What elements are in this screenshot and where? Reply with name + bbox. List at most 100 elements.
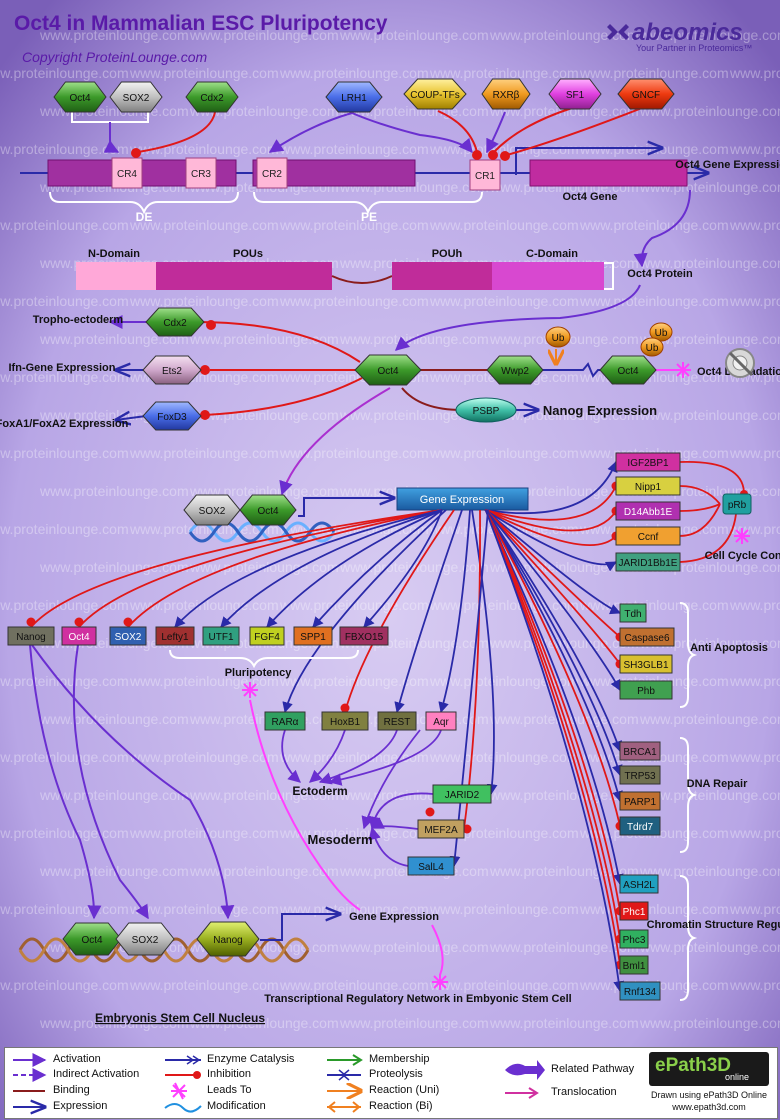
reg-lrh1-node[interactable]: LRH1	[325, 81, 383, 113]
watermark-text: www.proteinlounge.com	[279, 749, 429, 765]
hub-cdx2-label: Cdx2	[163, 318, 187, 329]
cc-nipp1-node[interactable]: Nipp1	[615, 476, 681, 496]
cc-jarid1bb1e-node[interactable]: JARID1Bb1E	[615, 552, 681, 572]
reg-sf1-node[interactable]: SF1	[548, 78, 602, 110]
nuc-nanog-node[interactable]: Nanog	[196, 921, 260, 957]
target-edge	[485, 509, 621, 615]
dr-trp53-node[interactable]: TRP53	[619, 765, 661, 785]
hub-ets2-node[interactable]: Ets2	[142, 355, 202, 385]
watermark-text: www.proteinlounge.com	[729, 293, 780, 309]
aa-phb-node[interactable]: Phb	[619, 680, 673, 700]
watermark-text: www.proteinlounge.com	[129, 977, 279, 993]
pluripotency-label: Pluripotency	[225, 667, 293, 679]
prb-edge	[679, 503, 721, 512]
lg-rest-node[interactable]: REST	[377, 711, 417, 731]
cc-ccnf-node[interactable]: Ccnf	[615, 526, 681, 546]
nuc-sox2-node[interactable]: SOX2	[115, 922, 175, 956]
hub-cdx2-node[interactable]: Cdx2	[145, 307, 205, 337]
target-edge	[484, 509, 617, 546]
anti-apoptosis-label: Anti Apoptosis	[690, 642, 768, 654]
pluripotency-edge	[127, 509, 443, 628]
pl-nanog-node[interactable]: Nanog	[7, 626, 55, 646]
legend-reaction-uni: Reaction (Uni)	[369, 1084, 440, 1096]
lg-jarid2-node[interactable]: JARID2	[432, 784, 492, 804]
reg-rxrb-node[interactable]: RXRβ	[481, 78, 531, 110]
inhibition-dot	[425, 807, 435, 817]
prb-node[interactable]	[722, 493, 752, 515]
ub-2-node[interactable]: Ub	[649, 322, 673, 342]
watermark-text: www.proteinlounge.com	[39, 711, 189, 727]
ch-bml1-node[interactable]: Bml1	[619, 955, 649, 975]
watermark-text: www.proteinlounge.com	[429, 293, 579, 309]
target-edge	[484, 509, 621, 966]
degradation-star	[675, 362, 691, 378]
dr-parp1-node[interactable]: PARP1	[619, 791, 661, 811]
reg-rxrb-label: RXRβ	[493, 90, 520, 101]
watermark-text: www.proteinlounge.com	[39, 787, 189, 803]
watermark-text: www.proteinlounge.com	[189, 407, 339, 423]
aa-tdh-node[interactable]: Tdh	[619, 603, 647, 623]
wwp2-node[interactable]: Wwp2	[486, 355, 544, 385]
aa-caspase6-node[interactable]: Caspase6	[619, 627, 675, 647]
pl-fbxo15-node[interactable]: FBXO15	[339, 626, 389, 646]
lg-rar-node[interactable]: RARα	[264, 711, 306, 731]
ub-1-node[interactable]: Ub	[545, 326, 571, 348]
ub-3-node[interactable]: Ub	[640, 337, 664, 357]
cc-jarid1bb1e-label: JARID1Bb1E	[619, 558, 678, 569]
pluripotency-edge	[266, 509, 443, 628]
hub-oct4-node[interactable]: Oct4	[354, 354, 422, 386]
degraded-oct4-node[interactable]: Oct4	[599, 355, 657, 385]
target-edge	[484, 509, 617, 532]
ch-rnf134-node[interactable]: Rnf134	[619, 981, 661, 1001]
hub-foxd3-node[interactable]: FoxD3	[142, 401, 202, 431]
lg-mef2a-node[interactable]: MEF2A	[417, 819, 465, 839]
cr2-label: CR2	[262, 169, 282, 180]
reg-cdx2-node[interactable]: Cdx2	[185, 81, 239, 113]
dr-brca1-node[interactable]: BRCA1	[619, 741, 661, 761]
pl-sox2-label: SOX2	[115, 632, 142, 643]
lg-hoxb1-node[interactable]: HoxB1	[321, 711, 369, 731]
watermark-text: www.proteinlounge.com	[129, 749, 279, 765]
target-edge	[484, 509, 621, 940]
watermark-text: www.proteinlounge.com	[0, 597, 129, 613]
epath3d-title: ePath3D	[655, 1055, 732, 1076]
pl-spp1-node[interactable]: SPP1	[293, 626, 333, 646]
pl-utf1-node[interactable]: UTF1	[202, 626, 240, 646]
pl-oct4-node[interactable]: Oct4	[61, 626, 97, 646]
reg-lrh1-label: LRH1	[341, 93, 367, 104]
inhibition-dot	[26, 617, 36, 627]
reg-coup-tfs-node[interactable]: COUP-TFs	[403, 78, 467, 110]
nucleus-label: Embryonis Stem Cell Nucleus	[95, 1011, 265, 1025]
reg-sf1-label: SF1	[566, 90, 585, 101]
nuc-oct4-label: Oct4	[81, 935, 103, 946]
cc-d14abb1e-node[interactable]: D14Abb1E	[615, 501, 681, 521]
reg-gncf-node[interactable]: GNCF	[617, 78, 675, 110]
cc-igf2bp1-node[interactable]: IGF2BP1	[615, 452, 681, 472]
pl-sox2-node[interactable]: SOX2	[109, 626, 147, 646]
dr-tdrd7-node[interactable]: Tdrd7	[619, 816, 661, 836]
watermark-text: www.proteinlounge.com	[729, 217, 780, 233]
epath3d-badge[interactable]: ePath3D online Drawn using ePath3D Onlin…	[645, 1050, 773, 1114]
lg-sall4-node[interactable]: SalL4	[407, 856, 455, 876]
pl-lefty1-node[interactable]: Lefty1	[155, 626, 195, 646]
complex-oct4-node[interactable]: Oct4	[239, 494, 297, 526]
ch-phc3-node[interactable]: Phc3	[619, 929, 649, 949]
pluripotency-edge	[312, 509, 443, 628]
ch-phc3-label: Phc3	[623, 935, 646, 946]
ch-phc1-node[interactable]: Phc1	[619, 901, 649, 921]
watermark-text: www.proteinlounge.com	[0, 673, 129, 689]
hub-foxd3-label: FoxD3	[157, 412, 187, 423]
dr-tdrd7-label: Tdrd7	[627, 822, 654, 833]
reg-sox2-node[interactable]: SOX2	[109, 81, 163, 113]
psbp-node[interactable]: PSBP	[455, 397, 517, 423]
ch-ash2l-node[interactable]: ASH2L	[619, 874, 659, 894]
watermark-text: www.proteinlounge.com	[729, 141, 780, 157]
aa-sh3glb1-node[interactable]: SH3GLB1	[619, 654, 673, 674]
nuc-oct4-node[interactable]: Oct4	[62, 922, 122, 956]
oct4-gene-expression-label: Oct4 Gene Expression	[675, 159, 780, 171]
lg-aqr-node[interactable]: Aqr	[425, 711, 457, 731]
pl-fgf4-node[interactable]: FGF4	[249, 626, 285, 646]
watermark-text: www.proteinlounge.com	[129, 825, 279, 841]
reg-oct4-node[interactable]: Oct4	[53, 81, 107, 113]
complex-sox2-node[interactable]: SOX2	[183, 494, 241, 526]
